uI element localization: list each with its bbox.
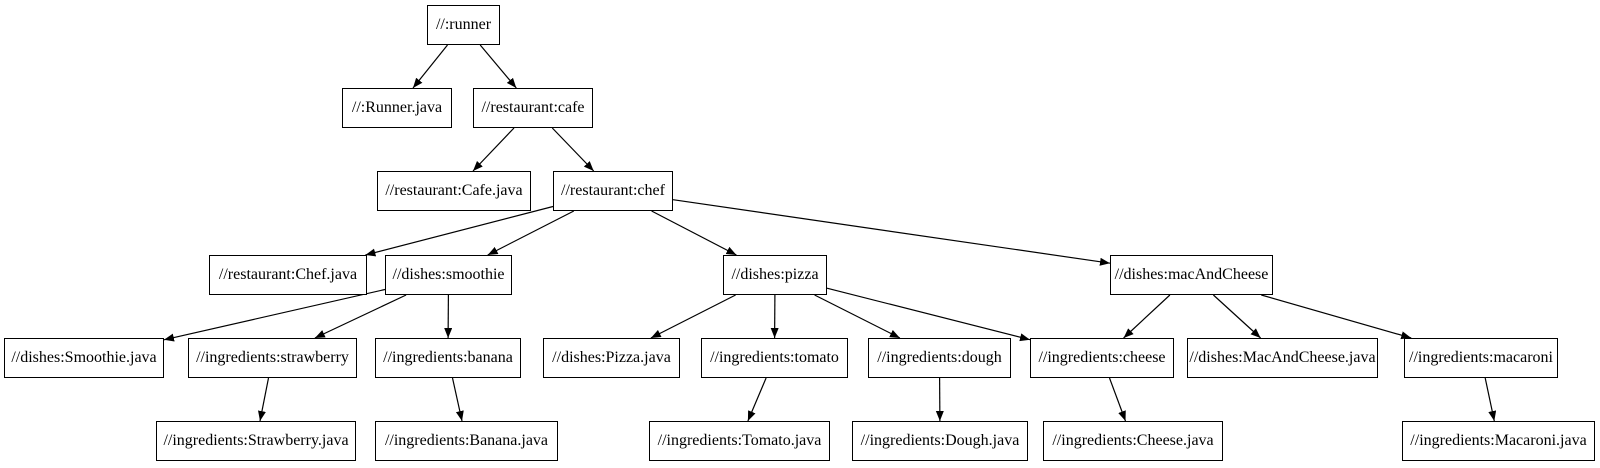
edge-pizza-to-dough <box>814 294 901 339</box>
edge-mac-and-cheese-to-cheese <box>1123 294 1171 339</box>
edge-runner-to-cafe <box>479 44 517 89</box>
graph-node-pizza-java: //dishes:Pizza.java <box>543 338 680 378</box>
graph-node-smoothie: //dishes:smoothie <box>385 255 512 295</box>
edge-strawberry-to-strawberry-java <box>258 377 270 422</box>
edge-pizza-to-pizza-java <box>650 294 736 339</box>
graph-node-banana: //ingredients:banana <box>375 338 521 378</box>
edge-mac-and-cheese-to-mac-and-cheese-java <box>1212 294 1262 339</box>
graph-node-macaroni: //ingredients:macaroni <box>1404 338 1558 378</box>
graph-node-chef-java: //restaurant:Chef.java <box>209 255 367 295</box>
graph-node-mac-and-cheese: //dishes:macAndCheese <box>1110 255 1273 295</box>
graph-node-dough-java: //ingredients:Dough.java <box>852 421 1028 461</box>
graph-node-cafe: //restaurant:cafe <box>473 88 593 128</box>
graph-node-banana-java: //ingredients:Banana.java <box>375 421 558 461</box>
edge-cafe-to-chef <box>551 127 595 172</box>
graph-node-cafe-java: //restaurant:Cafe.java <box>377 171 531 211</box>
graph-node-smoothie-java: //dishes:Smoothie.java <box>4 338 164 378</box>
edge-group <box>163 44 1497 422</box>
graph-node-tomato: //ingredients:tomato <box>701 338 848 378</box>
graph-node-pizza: //dishes:pizza <box>723 255 827 295</box>
edge-runner-to-runner-java <box>412 44 448 89</box>
edge-cafe-to-cafe-java <box>472 127 515 172</box>
edge-chef-to-mac-and-cheese <box>672 199 1111 266</box>
graph-node-strawberry: //ingredients:strawberry <box>188 338 357 378</box>
edge-smoothie-to-strawberry <box>314 294 407 339</box>
edge-cheese-to-cheese-java <box>1108 377 1127 422</box>
edge-smoothie-to-smoothie-java <box>163 288 386 342</box>
edge-chef-to-pizza <box>651 210 737 256</box>
edge-banana-to-banana-java <box>451 377 464 422</box>
graph-node-cheese: //ingredients:cheese <box>1030 338 1174 378</box>
graph-node-runner: //:runner <box>427 5 500 45</box>
graph-node-dough: //ingredients:dough <box>868 338 1011 378</box>
edge-tomato-to-tomato-java <box>747 377 767 422</box>
graph-node-cheese-java: //ingredients:Cheese.java <box>1043 421 1223 461</box>
edge-mac-and-cheese-to-macaroni <box>1261 294 1412 340</box>
edge-pizza-to-cheese <box>826 287 1031 342</box>
graph-node-strawberry-java: //ingredients:Strawberry.java <box>156 421 356 461</box>
graph-node-chef: //restaurant:chef <box>553 171 673 211</box>
graph-node-runner-java: //:Runner.java <box>342 88 452 128</box>
edge-chef-to-chef-java <box>365 205 554 257</box>
graph-node-macaroni-java: //ingredients:Macaroni.java <box>1402 421 1595 461</box>
graph-node-mac-and-cheese-java: //dishes:MacAndCheese.java <box>1187 338 1378 378</box>
edge-macaroni-to-macaroni-java <box>1484 377 1497 422</box>
edge-chef-to-smoothie <box>487 210 575 256</box>
graph-node-tomato-java: //ingredients:Tomato.java <box>649 421 830 461</box>
